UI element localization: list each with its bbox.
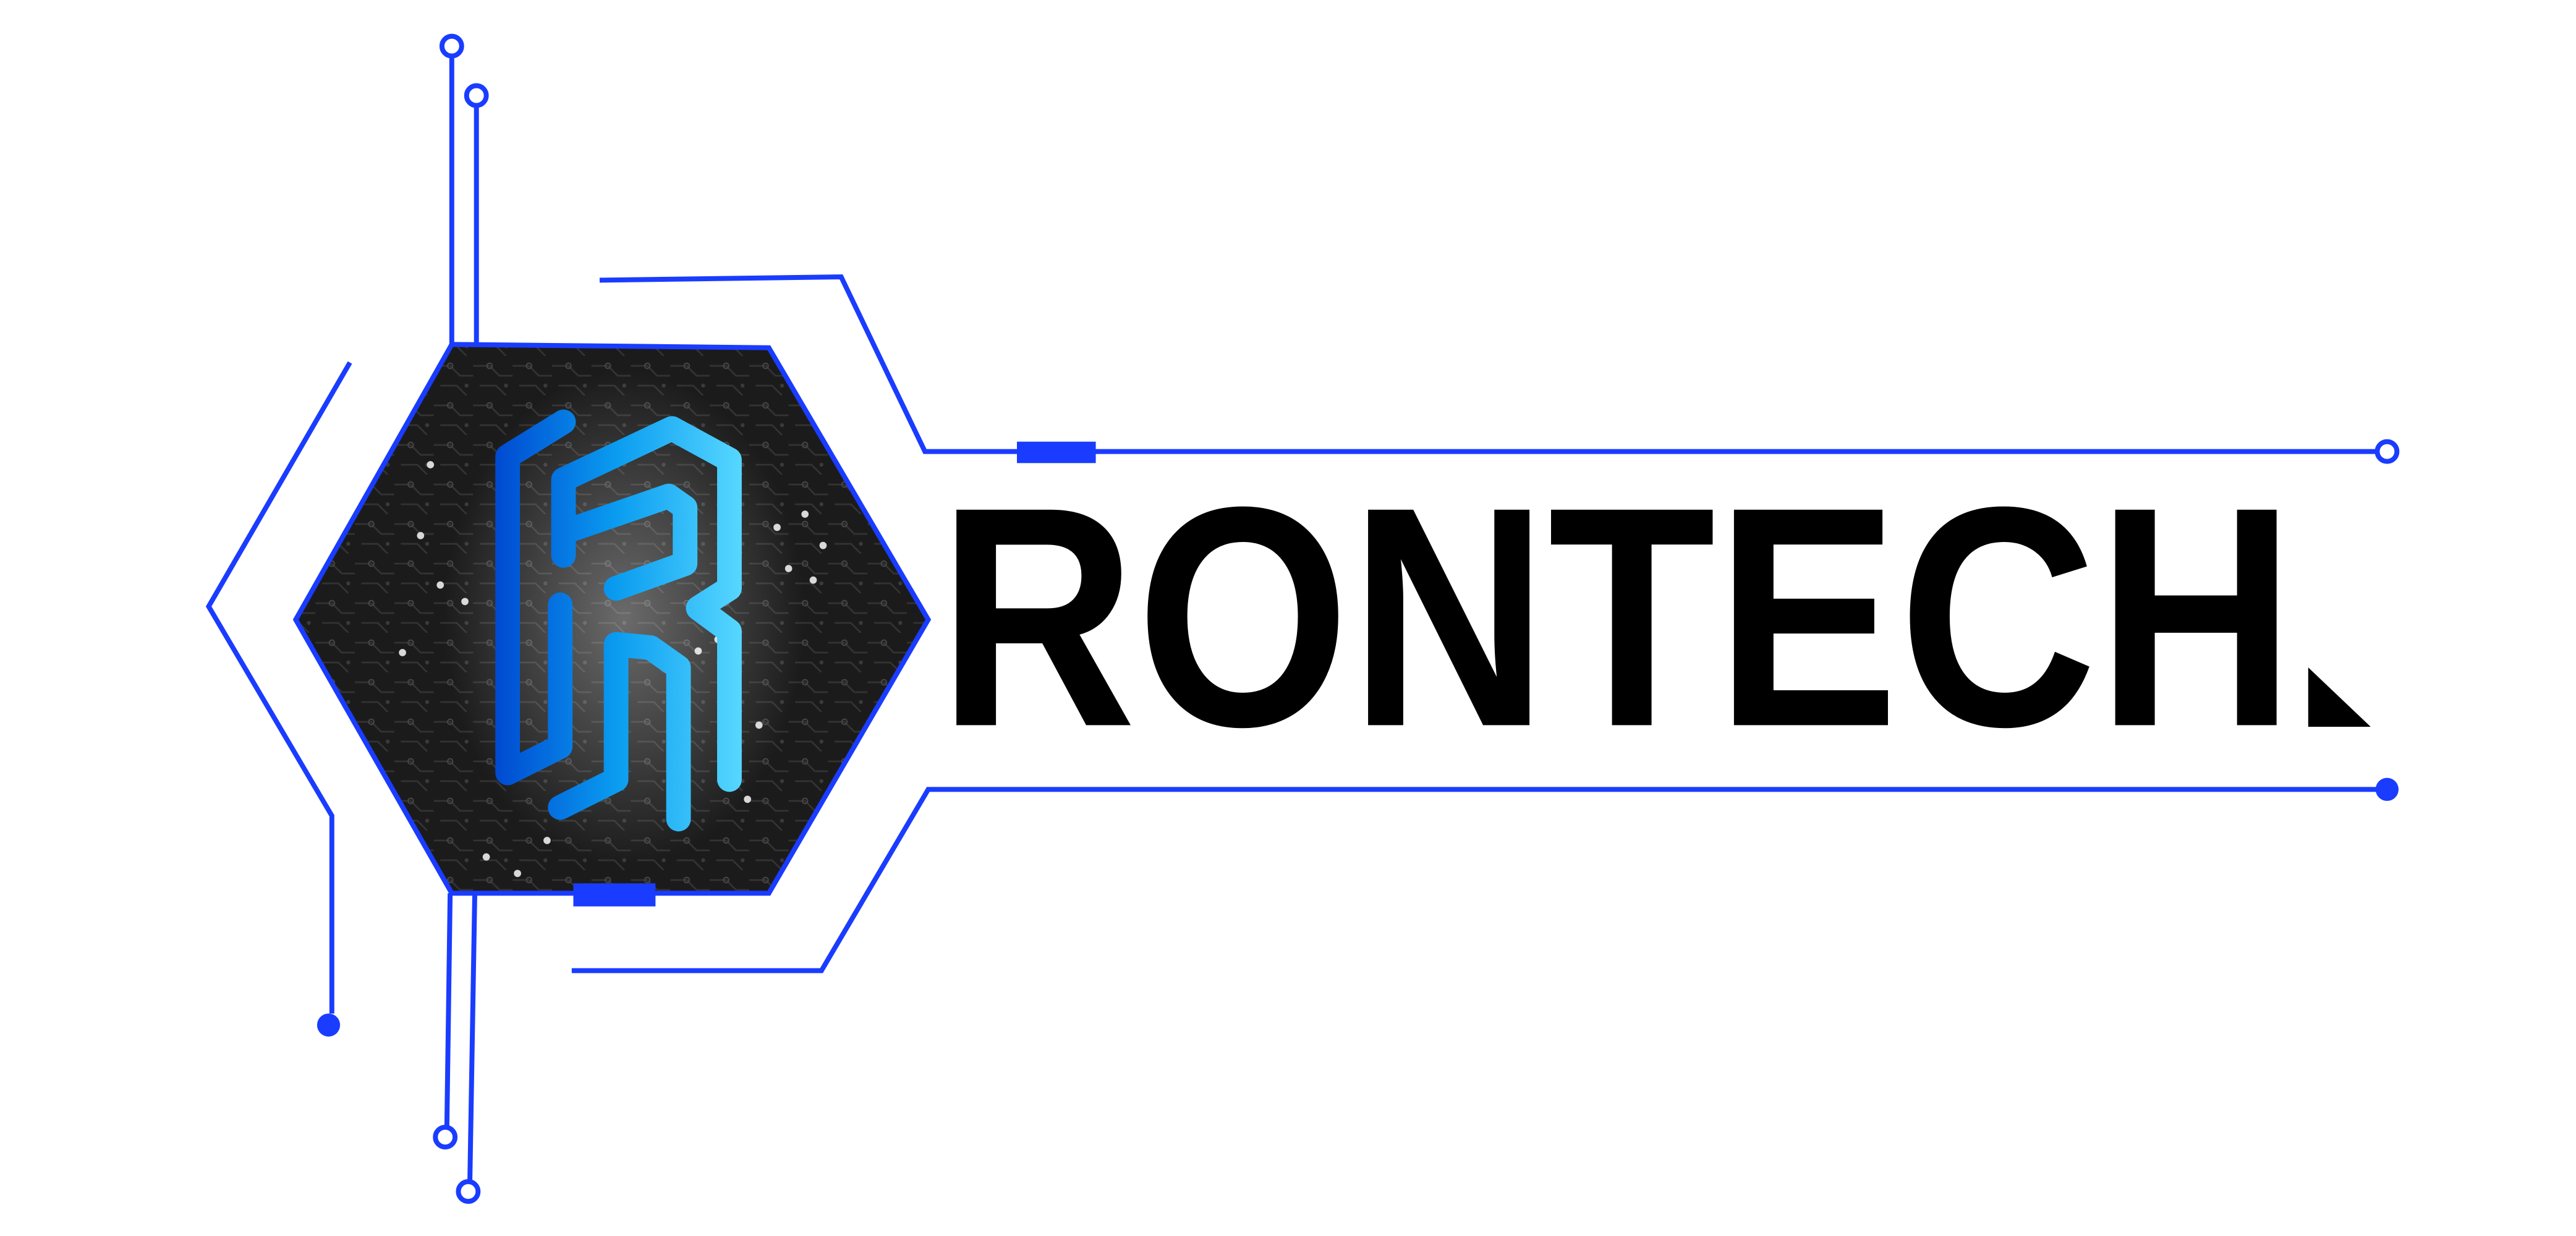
hexagon-circuit-board-emblem bbox=[292, 342, 932, 907]
circuit-lines bbox=[205, 33, 2400, 1204]
triangle-mark-icon bbox=[2308, 667, 2371, 727]
brand-name: RONTECH bbox=[938, 442, 2295, 792]
r-monogram-icon bbox=[495, 409, 742, 832]
